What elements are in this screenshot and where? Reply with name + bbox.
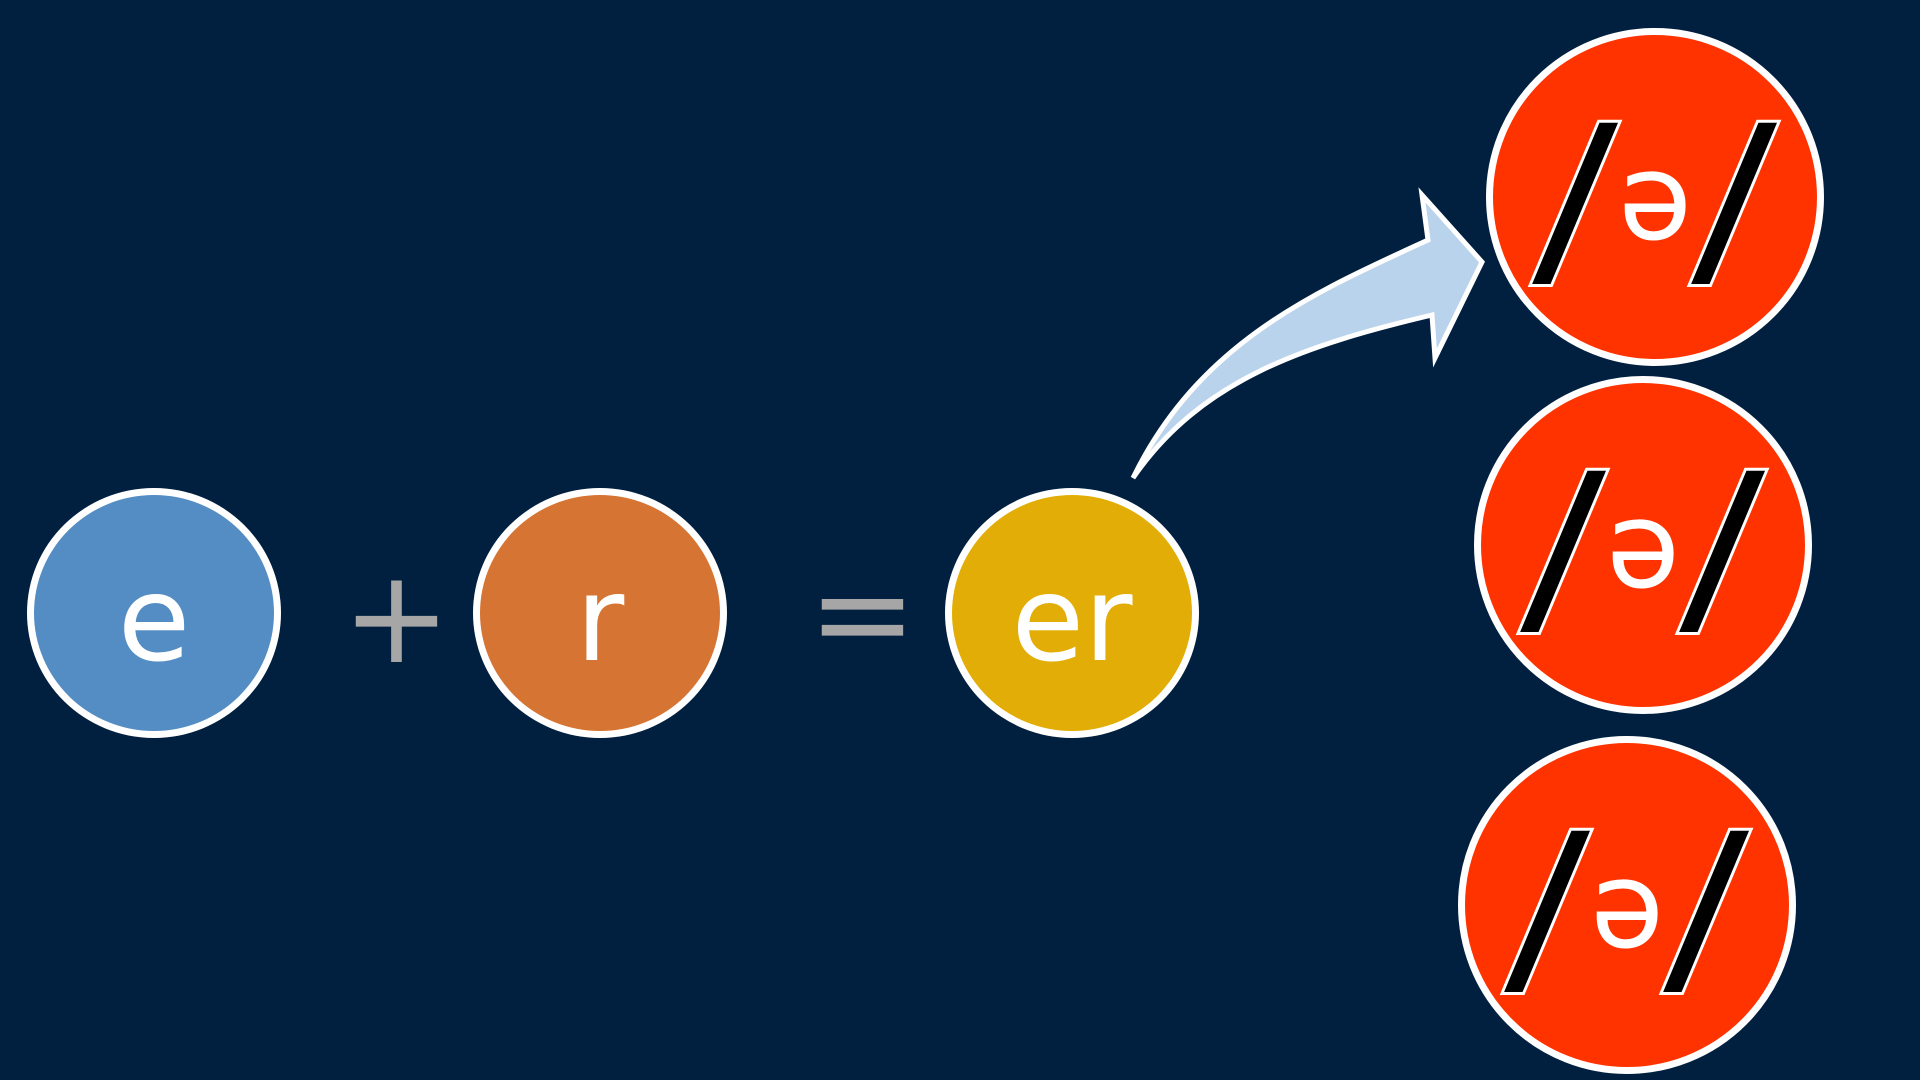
letters-er-bubble: er bbox=[945, 488, 1199, 738]
letter-r-bubble: r bbox=[473, 488, 727, 738]
letter-r: r bbox=[575, 550, 625, 688]
slash-close-3: / bbox=[1656, 789, 1757, 1025]
schwa-symbol-3: ə bbox=[1590, 837, 1664, 976]
schwa-symbol-2: ə bbox=[1606, 477, 1680, 616]
schwa-symbol-1: ə bbox=[1618, 129, 1692, 268]
equals-sign: = bbox=[808, 537, 917, 689]
curved-arrow-shape bbox=[1130, 187, 1485, 480]
schwa-bubble-2: / ə / bbox=[1474, 376, 1812, 714]
letter-e-bubble: e bbox=[27, 488, 281, 738]
slash-open-3: / bbox=[1497, 789, 1598, 1025]
slash-open-2: / bbox=[1513, 429, 1614, 665]
schwa-ipa-2: / ə / bbox=[1513, 429, 1772, 665]
letter-e: e bbox=[117, 550, 191, 688]
schwa-ipa-1: / ə / bbox=[1525, 81, 1784, 317]
slash-close-1: / bbox=[1684, 81, 1785, 317]
letters-er: er bbox=[1011, 550, 1133, 688]
slash-close-2: / bbox=[1672, 429, 1773, 665]
schwa-bubble-3: / ə / bbox=[1458, 736, 1796, 1074]
schwa-ipa-3: / ə / bbox=[1497, 789, 1756, 1025]
schwa-bubble-1: / ə / bbox=[1486, 28, 1824, 366]
slash-open-1: / bbox=[1525, 81, 1626, 317]
plus-sign: + bbox=[342, 541, 451, 693]
